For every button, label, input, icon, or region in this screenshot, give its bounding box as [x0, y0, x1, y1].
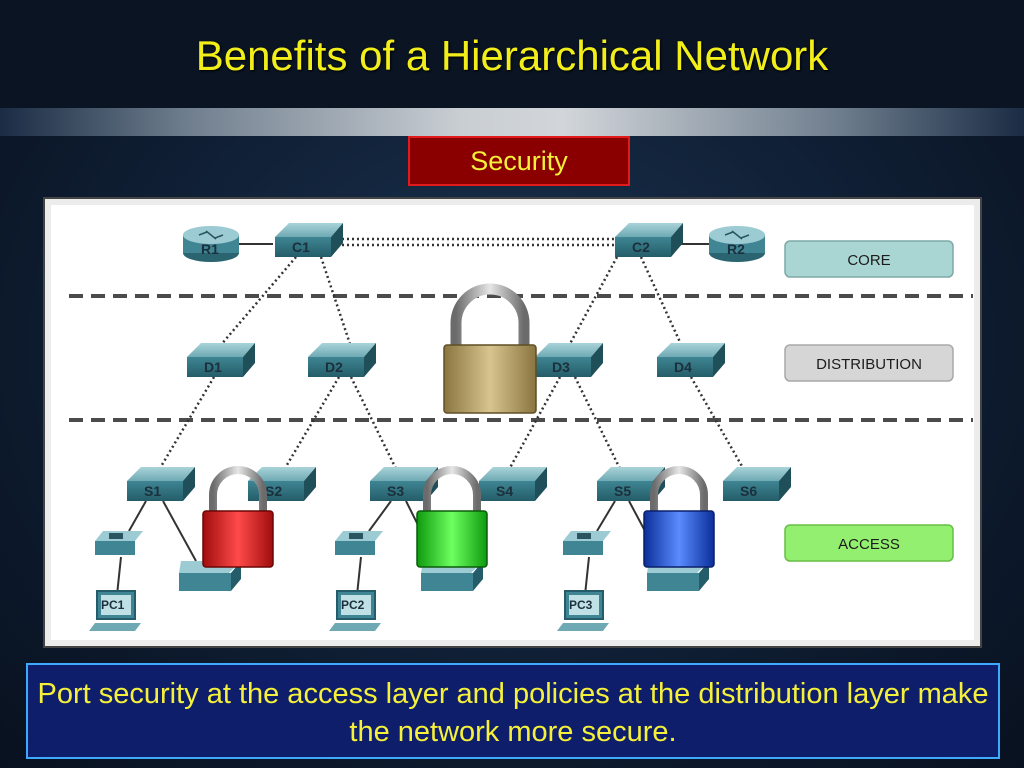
switch-s3-label: S3 [387, 483, 404, 499]
access-switch-s3: S3 [370, 467, 438, 501]
distribution-padlock-icon [443, 283, 537, 414]
core-switch-c2: C2 [615, 223, 683, 257]
switch-d3-label: D3 [552, 359, 570, 375]
switch-d1-label: D1 [204, 359, 222, 375]
pc-2: PC2 [329, 590, 381, 631]
ip-phone-3 [563, 531, 611, 555]
distribution-switch-d1: D1 [187, 343, 255, 377]
diagram-svg: R1 R2 C1 [69, 223, 973, 631]
pc-3-label: PC3 [569, 598, 593, 612]
decorative-band [0, 108, 1024, 136]
access-padlock-blue-icon [643, 466, 715, 568]
router-r1: R1 [183, 226, 239, 262]
switch-s5-label: S5 [614, 483, 631, 499]
layer-label-access: ACCESS [784, 524, 954, 562]
switch-c2-label: C2 [632, 239, 650, 255]
access-switch-s4: S4 [479, 467, 547, 501]
switch-s1-label: S1 [144, 483, 161, 499]
switch-d4-label: D4 [674, 359, 692, 375]
layer-access-text: ACCESS [838, 536, 900, 553]
access-padlock-green-icon [416, 466, 488, 568]
switch-c1-label: C1 [292, 239, 310, 255]
topic-label: Security [470, 145, 568, 176]
network-diagram: R1 R2 C1 [43, 197, 982, 648]
access-switch-s6: S6 [723, 467, 791, 501]
router-r2-label: R2 [727, 241, 745, 257]
layer-label-core: CORE [784, 240, 954, 278]
access-switch-s1: S1 [127, 467, 195, 501]
core-switch-c1: C1 [275, 223, 343, 257]
title-band [0, 0, 1024, 108]
topic-box: Security [408, 136, 630, 186]
layer-label-distribution: DISTRIBUTION [784, 344, 954, 382]
switch-s4-label: S4 [496, 483, 513, 499]
links [154, 237, 749, 476]
distribution-switch-d4: D4 [657, 343, 725, 377]
layer-distribution-text: DISTRIBUTION [816, 356, 922, 373]
switch-s6-label: S6 [740, 483, 757, 499]
pc-1: PC1 [89, 590, 141, 631]
pc-3: PC3 [557, 590, 609, 631]
switch-s2-label: S2 [265, 483, 282, 499]
distribution-switch-d2: D2 [308, 343, 376, 377]
router-r1-label: R1 [201, 241, 219, 257]
access-padlock-red-icon [202, 466, 274, 568]
pc-1-label: PC1 [101, 598, 125, 612]
switch-d2-label: D2 [325, 359, 343, 375]
pc-2-label: PC2 [341, 598, 365, 612]
ip-phone-2 [335, 531, 383, 555]
caption-text: Port security at the access layer and po… [37, 678, 989, 748]
layer-core-text: CORE [847, 252, 890, 269]
distribution-switch-d3: D3 [535, 343, 603, 377]
diagram-canvas: R1 R2 C1 [51, 205, 974, 640]
slide-title: Benefits of a Hierarchical Network [195, 32, 829, 79]
caption-box: Port security at the access layer and po… [26, 663, 1000, 759]
router-r2: R2 [709, 226, 765, 262]
access-switch-s5: S5 [597, 467, 665, 501]
ip-phone-1 [95, 531, 143, 555]
